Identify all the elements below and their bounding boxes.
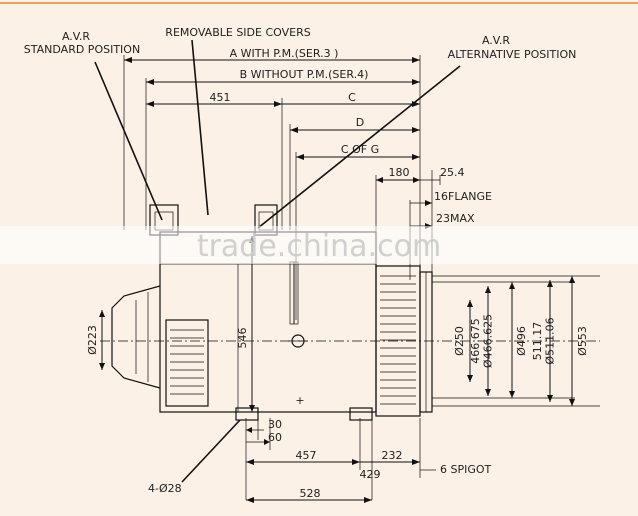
avr-standard-label-2: STANDARD POSITION (24, 43, 140, 56)
dim-429-label: 429 (360, 468, 381, 481)
avr-alternative-label-2: ALTERNATIVE POSITION (448, 48, 577, 61)
dim-511-label: 511.17Ø511.06 (531, 317, 557, 364)
dim-553-label: Ø553 (576, 326, 589, 356)
dim-d-label: D (356, 116, 364, 129)
max-label: 23MAX (436, 212, 475, 225)
spigot-label: 6 SPIGOT (440, 463, 492, 476)
avr-standard-label-1: A.V.R (62, 30, 90, 43)
watermark-band (0, 226, 638, 264)
dim-180-label: 180 (389, 166, 410, 179)
dim-232-label: 232 (382, 449, 403, 462)
dim-496-label: Ø496 (515, 326, 528, 356)
dim-30-label: 30 (268, 418, 282, 431)
dim-451-label: 451 (210, 91, 231, 104)
flange-label: 16FLANGE (434, 190, 492, 203)
dim-528-label: 528 (300, 487, 321, 500)
dim-546-label: 546 (236, 328, 249, 349)
dim-cofg-label: C OF G (341, 143, 379, 156)
extension-lines (123, 55, 433, 320)
dim-250-label: Ø250 (453, 326, 466, 356)
cog-cross: + (295, 394, 304, 407)
dim-60-label: 60 (268, 431, 282, 444)
dim-c-label: C (348, 91, 356, 104)
holes-label: 4-Ø28 (148, 482, 182, 495)
dim-223-label: Ø223 (86, 325, 99, 355)
top-dimension-lines (124, 57, 441, 229)
left-vent-slots (170, 329, 204, 395)
dim-b-label: B WITHOUT P.M.(SER.4) (240, 68, 369, 81)
dim-25-4-label: 25.4 (440, 166, 465, 179)
dim-466-label: 466.675Ø466.625 (469, 314, 495, 368)
bottom-dimension-lines (181, 418, 436, 503)
watermark-text: trade.china.com (197, 229, 441, 264)
leader-lines (94, 39, 461, 229)
right-diameter-dimensions (432, 275, 600, 407)
dim-457-label: 457 (296, 449, 317, 462)
dim-a-label: A WITH P.M.(SER.3 ) (230, 47, 339, 60)
removable-side-covers-label: REMOVABLE SIDE COVERS (165, 26, 310, 39)
avr-alternative-label-1: A.V.R (482, 34, 510, 47)
right-fin-lines (380, 275, 416, 405)
